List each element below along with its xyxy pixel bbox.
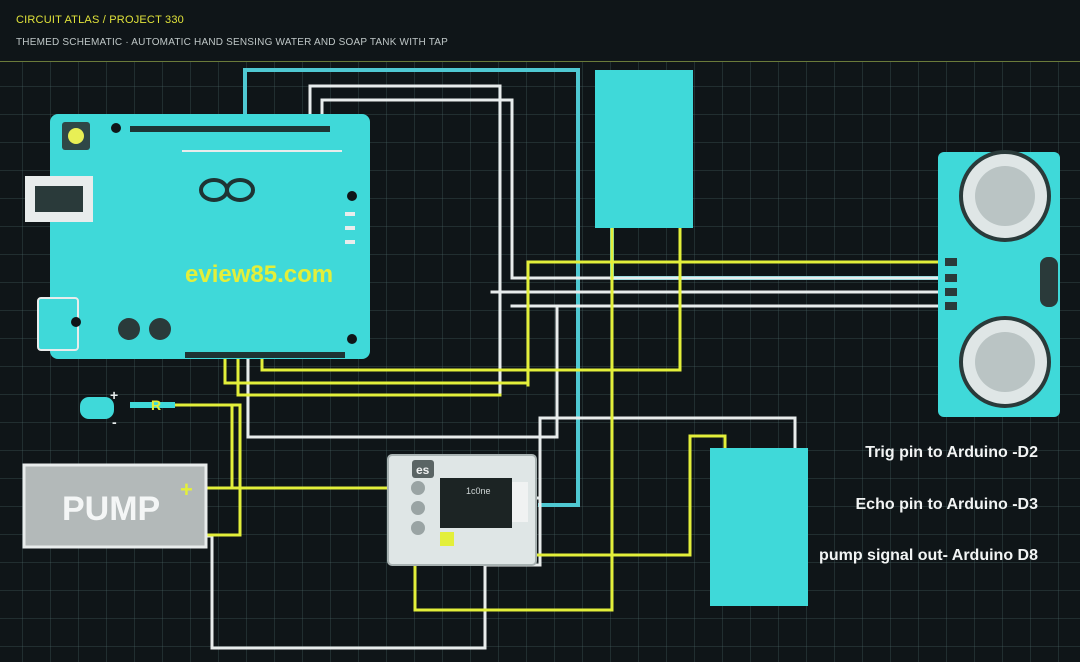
pump-label: PUMP [62,490,160,528]
pump-plus-label: + [180,477,193,502]
wire-yellow-tank-left [413,223,614,612]
wire-yellow-sensor-vcc [526,260,942,387]
wire-yellow-resistor-out [203,403,242,537]
relay-brand-label: es [416,463,430,477]
wire-yellow-arduino-pin-b [236,348,502,397]
page-header: CIRCUIT ATLAS / PROJECT 330 THEMED SCHEM… [0,0,1080,62]
infinity-logo-icon [199,178,255,202]
led-plus-label: + [110,387,118,403]
led[interactable]: + - [80,387,118,430]
wire-white-arduino-top-1 [308,84,502,397]
wire-yellow-arduino-d2 [260,223,682,372]
ultrasonic-sensor[interactable] [938,150,1060,417]
soap-tank[interactable] [595,70,693,228]
pump[interactable]: PUMP + [22,463,208,549]
arduino-board[interactable] [25,114,370,359]
arduino-watermark: eview85.com [185,261,333,288]
wire-cyan-sensor-ground [610,223,942,280]
note-pump-signal: pump signal out- Arduino D8 [819,547,1038,564]
wire-yellow-tank2 [478,434,727,557]
note-trig: Trig pin to Arduino -D2 [865,444,1038,461]
relay-model-label: 1c0ne [466,486,491,496]
reset-button-icon [68,128,84,144]
wire-white-arduino-top-2 [320,98,942,280]
led-minus-label: - [112,414,117,430]
resistor-label: R [151,397,161,413]
wire-yellow-arduino-d [223,348,530,385]
breadcrumb[interactable]: CIRCUIT ATLAS / PROJECT 330 [16,14,185,26]
wires [171,68,942,650]
resistor[interactable]: R [130,397,175,413]
relay-module[interactable]: es 1c0ne [387,454,537,566]
water-tank[interactable] [710,448,808,606]
note-echo: Echo pin to Arduino -D3 [855,496,1039,513]
page-subtitle: THEMED SCHEMATIC · AUTOMATIC HAND SENSIN… [16,37,449,48]
